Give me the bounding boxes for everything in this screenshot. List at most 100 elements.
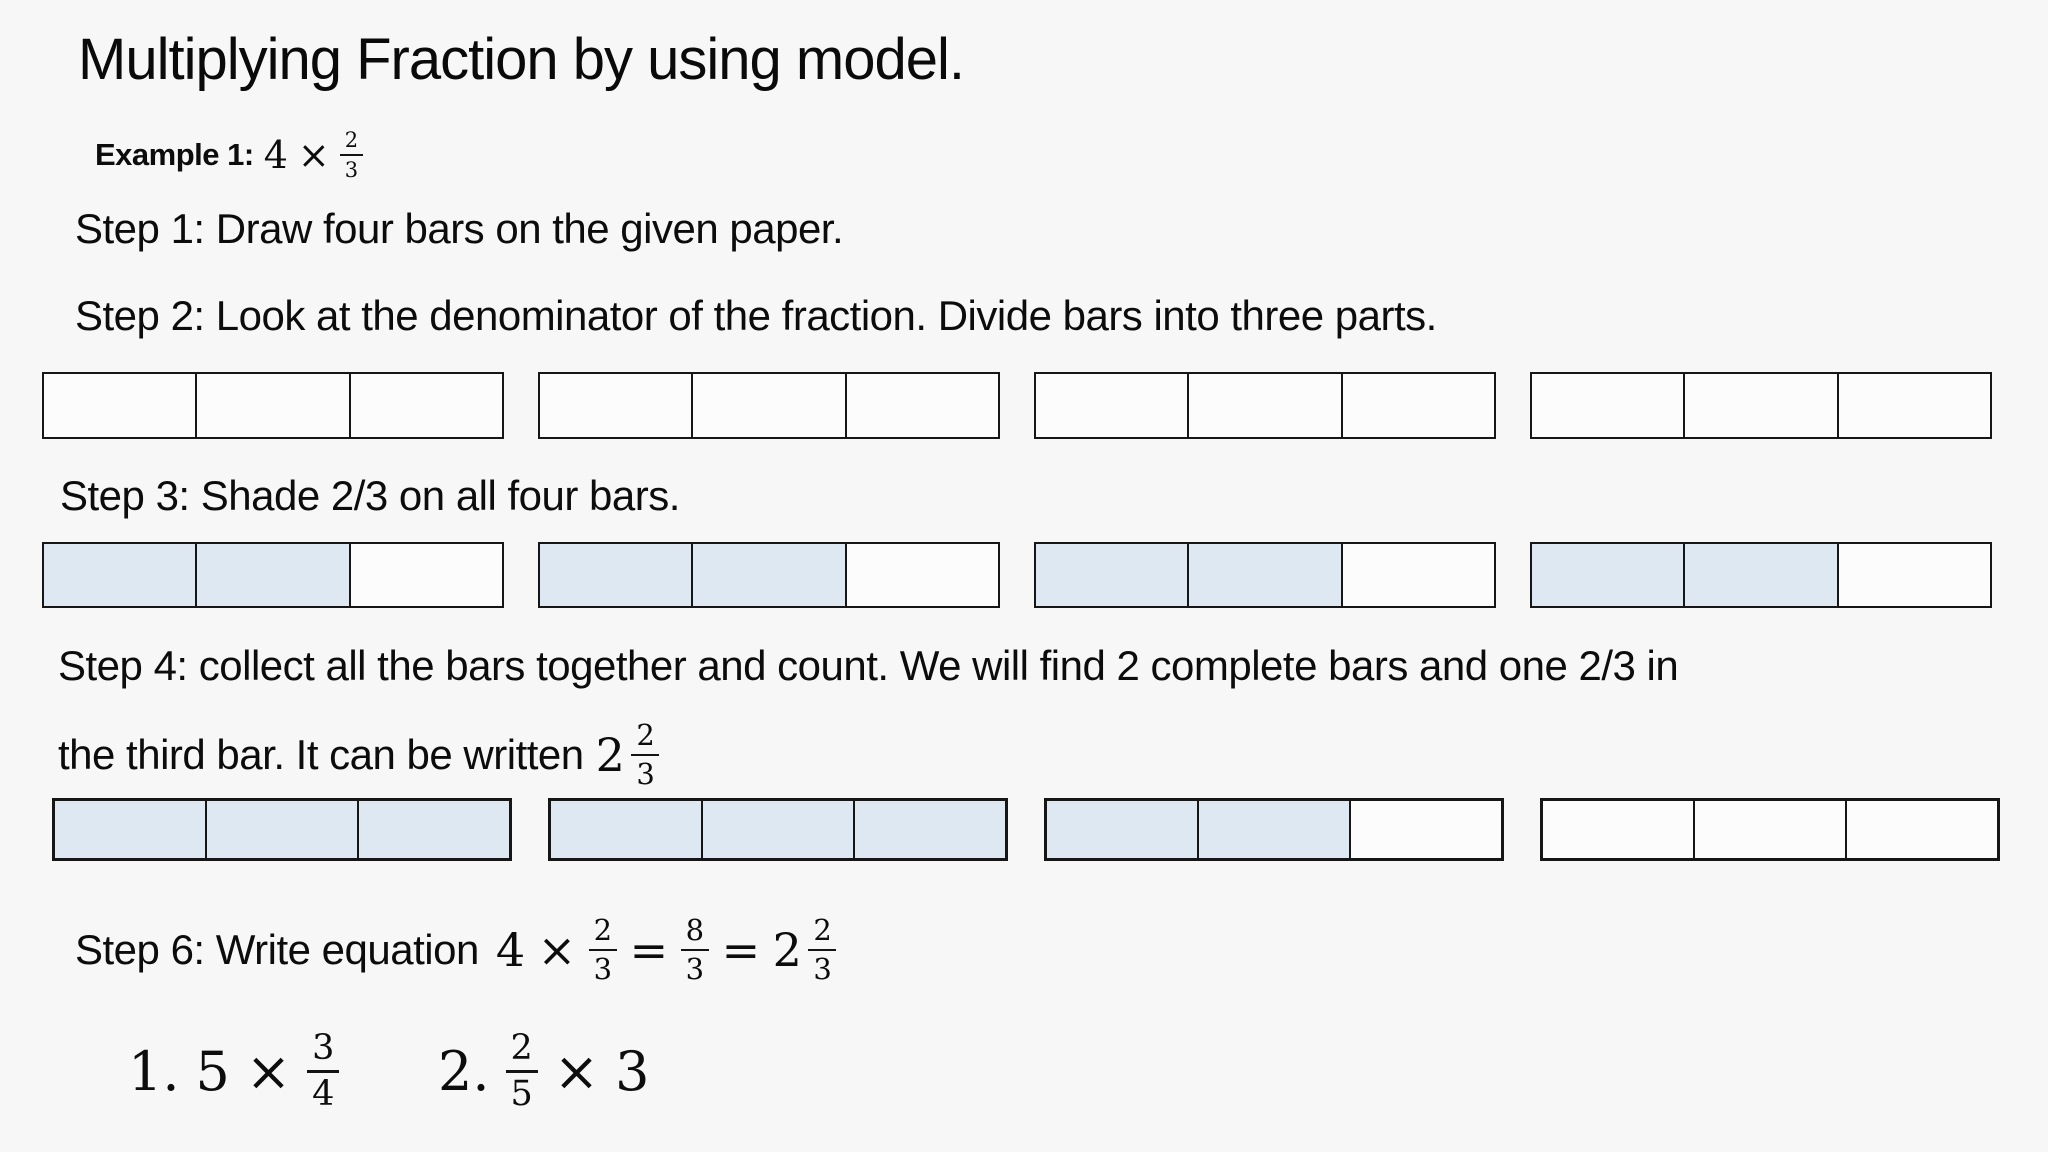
bar-row-step4	[0, 798, 2048, 861]
exercise-1: 1. 5 × 3 4	[128, 1008, 340, 1134]
slide-title: Multiplying Fraction by using model.	[78, 27, 965, 92]
bar-cell-shaded	[1685, 544, 1839, 606]
fraction-bar	[1034, 372, 1496, 439]
bar-cell-empty	[540, 374, 694, 437]
bar-cell-shaded	[703, 801, 855, 858]
step6-text: Step 6: Write equation	[75, 926, 479, 973]
mixed-whole: 2	[595, 728, 625, 782]
fraction-denominator: 5	[510, 1073, 533, 1114]
step3-text: Step 3: Shade 2/3 on all four bars.	[60, 472, 680, 519]
fraction-bar	[538, 372, 1000, 439]
bar-cell-empty	[1695, 801, 1847, 858]
bar-cell-empty	[1342, 374, 1494, 437]
example-multiplicand: 4	[263, 133, 288, 177]
example-fraction: 2 3	[339, 129, 364, 182]
step6-line: Step 6: Write equation 4 × 2 3 = 8 3 = 2…	[75, 900, 837, 1000]
fraction-denominator: 3	[344, 157, 359, 182]
bar-cell-shaded	[1189, 544, 1343, 606]
fraction-numerator: 2	[339, 129, 364, 156]
bar-cell-empty	[44, 374, 198, 437]
mixed-number: 2 2 3	[596, 721, 660, 789]
fraction-numerator: 2	[505, 1030, 538, 1073]
times-sign: ×	[297, 133, 330, 177]
bar-cell-shaded	[44, 544, 198, 606]
fraction-numerator: 2	[588, 916, 617, 951]
step1-text: Step 1: Draw four bars on the given pape…	[75, 205, 844, 252]
fraction-bar	[1530, 372, 1992, 439]
bar-cell-shaded	[1532, 544, 1686, 606]
mixed-fraction: 2 3	[808, 916, 837, 984]
step2-text: Step 2: Look at the denominator of the f…	[75, 292, 1437, 339]
bar-cell-empty	[1532, 374, 1686, 437]
bar-cell-shaded	[55, 801, 207, 858]
example-label: Example 1:	[95, 137, 254, 172]
equation-multiplicand: 4	[495, 923, 525, 977]
fraction-denominator: 3	[685, 952, 704, 986]
bar-cell-empty	[1351, 801, 1501, 858]
fraction-bar	[1530, 542, 1992, 608]
bar-cell-empty	[1036, 374, 1190, 437]
bar-cell-shaded	[359, 801, 509, 858]
fraction-bar	[42, 372, 504, 439]
fraction-numerator: 3	[307, 1030, 340, 1073]
bar-cell-empty	[1838, 544, 1990, 606]
fraction-bar	[538, 542, 1000, 608]
fraction-denominator: 4	[312, 1073, 335, 1114]
mixed-fraction: 2 3	[631, 721, 660, 791]
bar-cell-shaded	[1199, 801, 1351, 858]
exercise-fraction: 3 4	[307, 1030, 340, 1114]
bar-cell-empty	[1543, 801, 1695, 858]
exercise-factor: 5	[195, 1039, 230, 1103]
bar-cell-shaded	[540, 544, 694, 606]
bar-cell-shaded	[855, 801, 1005, 858]
bar-cell-empty	[693, 374, 847, 437]
bar-cell-shaded	[207, 801, 359, 858]
exercise-number: 2.	[438, 1039, 490, 1103]
bar-cell-empty	[846, 374, 998, 437]
bar-cell-empty	[350, 374, 502, 437]
exercise-factor: 3	[615, 1039, 650, 1103]
fraction-numerator: 8	[680, 916, 709, 951]
step4-text-line1: Step 4: collect all the bars together an…	[58, 642, 1679, 689]
bar-cell-empty	[1847, 801, 1997, 858]
fraction-bar	[52, 798, 512, 861]
fraction-bar	[1044, 798, 1504, 861]
mixed-whole: 2	[772, 923, 802, 977]
exercise-number: 1.	[128, 1039, 180, 1103]
bar-cell-shaded	[197, 544, 351, 606]
equals-sign: =	[721, 923, 761, 977]
bar-row-step2	[0, 372, 2048, 439]
fraction-bar	[548, 798, 1008, 861]
fraction-denominator: 3	[636, 757, 655, 791]
fraction-numerator: 2	[631, 721, 660, 756]
fraction-numerator: 2	[808, 916, 837, 951]
exercise-2: 2. 2 5 × 3	[438, 1008, 649, 1134]
example-line: Example 1: 4 × 2 3	[95, 116, 364, 194]
bar-cell-empty	[1685, 374, 1839, 437]
bar-cell-shaded	[551, 801, 703, 858]
bar-cell-empty	[1342, 544, 1494, 606]
equation-fraction-1: 2 3	[588, 916, 617, 986]
step4-text-line2: the third bar. It can be written 2 2 3	[58, 712, 660, 798]
equation-mixed-result: 2 2 3	[773, 916, 837, 984]
equation-fraction-2: 8 3	[680, 916, 709, 986]
bar-cell-empty	[350, 544, 502, 606]
bar-row-step3	[0, 542, 2048, 608]
bar-cell-shaded	[1036, 544, 1190, 606]
times-sign: ×	[537, 923, 577, 977]
fraction-bar	[1540, 798, 2000, 861]
bar-cell-empty	[197, 374, 351, 437]
fraction-bar	[42, 542, 504, 608]
times-sign: ×	[553, 1039, 600, 1103]
step4-line2-text: the third bar. It can be written	[58, 731, 584, 778]
times-sign: ×	[245, 1039, 292, 1103]
bar-cell-shaded	[693, 544, 847, 606]
bar-cell-empty	[1189, 374, 1343, 437]
equals-sign: =	[629, 923, 669, 977]
fraction-denominator: 3	[593, 952, 612, 986]
fraction-bar	[1034, 542, 1496, 608]
bar-cell-empty	[1838, 374, 1990, 437]
bar-cell-empty	[846, 544, 998, 606]
bar-cell-shaded	[1047, 801, 1199, 858]
